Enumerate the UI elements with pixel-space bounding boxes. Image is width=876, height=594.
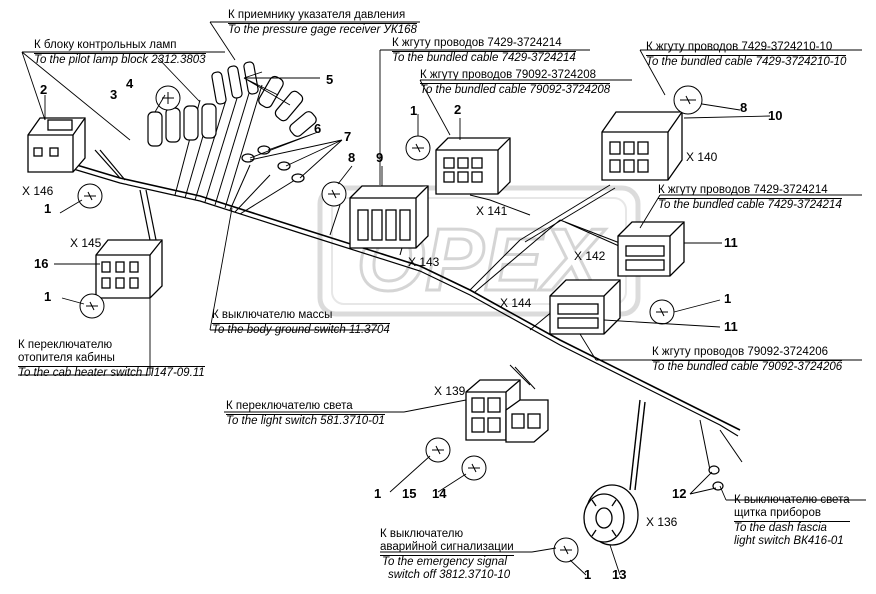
pilot-lamp-label: К блоку контрольных ламп To the pilot la… <box>34 39 206 67</box>
emergency-ru-line2: аварийной сигнализации <box>380 541 514 556</box>
bundle-7429-3724210-10-en: To the bundled cable 7429-3724210-10 <box>646 56 847 68</box>
item-number: 1 <box>44 201 52 216</box>
bundle-79092-3724208-label: К жгуту проводов 79092-3724208 To the bu… <box>420 69 611 97</box>
item-number: 10 <box>768 108 783 123</box>
dash-light-ru-line1: К выключателю света <box>734 494 850 506</box>
bundle-7429-3724214-right-label: К жгуту проводов 7429-3724214 To the bun… <box>658 184 842 212</box>
pressure-ru: К приемнику указателя давления <box>228 9 417 24</box>
cab-heater-label: К переключателю отопителя кабины To the … <box>18 339 205 380</box>
item-number: 13 <box>612 567 627 582</box>
item-number: 8 <box>740 100 748 115</box>
pilot-lamp-ru: К блоку контрольных ламп <box>34 39 206 54</box>
connector-x145 <box>95 239 163 299</box>
connector-x146 <box>27 117 86 173</box>
item-number: 1 <box>44 289 52 304</box>
item-number: 16 <box>34 256 49 271</box>
terminals-5 <box>211 61 317 137</box>
light-switch-label: К переключателю света To the light switc… <box>226 400 385 428</box>
pressure-label: К приемнику указателя давления To the pr… <box>228 9 417 37</box>
item-number: 8 <box>348 150 356 165</box>
item-number: 15 <box>402 486 417 501</box>
item-number: 12 <box>672 486 687 501</box>
emergency-ru-line1: К выключателю <box>380 528 464 540</box>
emergency-en-line2: switch off 3812.3710-10 <box>388 569 511 581</box>
connector-x136 <box>583 484 639 546</box>
item-number: 1 <box>584 567 592 582</box>
connector-x139 <box>465 379 549 443</box>
cab-heater-ru-line2: отопителя кабины <box>18 352 205 367</box>
lamp-sockets <box>147 103 217 147</box>
connector-x143 <box>349 185 429 249</box>
cab-heater-en: To the cab heater switch П147-09.11 <box>18 367 205 379</box>
bundle-79092-3724206-en: To the bundled cable 79092-3724206 <box>652 361 843 373</box>
item-number: 4 <box>126 76 134 91</box>
connector-code-x143: X 143 <box>408 255 440 269</box>
pressure-en: To the pressure gage receiver УК168 <box>228 24 417 36</box>
dash-light-switch-label: К выключателю света щитка приборов To th… <box>734 494 850 548</box>
item-number: 1 <box>410 103 418 118</box>
item-number: 7 <box>344 129 352 144</box>
connector-code-x136: X 136 <box>646 515 678 529</box>
item-number: 2 <box>454 102 462 117</box>
item-number: 9 <box>376 150 384 165</box>
emergency-en-line1: To the emergency signal <box>382 556 507 568</box>
connector-code-x146: X 146 <box>22 184 54 198</box>
bundle-79092-3724208-en: To the bundled cable 79092-3724208 <box>420 84 611 96</box>
connector-code-x140: X 140 <box>686 150 718 164</box>
item-number: 5 <box>326 72 334 87</box>
bundle-7429-3724214-right-en: To the bundled cable 7429-3724214 <box>658 199 842 211</box>
body-ground-en: To the body ground switch 11.3704 <box>212 324 390 336</box>
body-ground-ru: К выключателю массы <box>212 309 390 324</box>
item-number: 3 <box>110 87 118 102</box>
bundle-79092-3724208-ru: К жгуту проводов 79092-3724208 <box>420 69 611 84</box>
terminal-callouts <box>77 85 703 563</box>
item-number: 2 <box>40 82 48 97</box>
connector-code-x145: X 145 <box>70 236 102 250</box>
item-number: 11 <box>724 319 738 334</box>
item-number: 1 <box>724 291 732 306</box>
light-switch-en: To the light switch 581.3710-01 <box>226 415 385 427</box>
bundle-7429-3724214-right-ru: К жгуту проводов 7429-3724214 <box>658 184 842 199</box>
bundle-7429-3724214-top-label: К жгуту проводов 7429-3724214 To the bun… <box>392 37 576 65</box>
item-number: 6 <box>314 121 322 136</box>
item-number: 14 <box>432 486 447 501</box>
body-ground-label: К выключателю массы To the body ground s… <box>212 309 390 337</box>
connector-x144 <box>549 279 621 335</box>
dash-light-en-line1: To the dash fascia <box>734 522 827 534</box>
connector-x142 <box>617 221 685 277</box>
light-switch-ru: К переключателю света <box>226 400 385 415</box>
emergency-switch-label: К выключателю аварийной сигнализации To … <box>380 528 514 582</box>
cab-heater-ru-line1: К переключателю <box>18 339 113 351</box>
bundle-7429-3724210-10-ru: К жгуту проводов 7429-3724210-10 <box>646 41 847 56</box>
connector-code-x139: X 139 <box>434 384 466 398</box>
harness-trunk <box>59 84 743 491</box>
connector-x140 <box>601 111 683 181</box>
connector-code-x142: X 142 <box>574 249 606 263</box>
connector-x141 <box>435 137 511 195</box>
bundle-79092-3724206-ru: К жгуту проводов 79092-3724206 <box>652 346 843 361</box>
bundle-79092-3724206-label: К жгуту проводов 79092-3724206 To the bu… <box>652 346 843 374</box>
connector-code-x144: X 144 <box>500 296 532 310</box>
item-number: 1 <box>374 486 382 501</box>
dash-light-ru-line2: щитка приборов <box>734 507 850 522</box>
bundle-7429-3724210-10-label: К жгуту проводов 7429-3724210-10 To the … <box>646 41 847 69</box>
pilot-lamp-en: To the pilot lamp block 2312.3803 <box>34 54 206 66</box>
bundle-7429-3724214-top-ru: К жгуту проводов 7429-3724214 <box>392 37 576 52</box>
connector-code-x141: X 141 <box>476 204 508 218</box>
dash-light-en-line2: light switch ВК416-01 <box>734 535 844 547</box>
bundle-7429-3724214-top-en: To the bundled cable 7429-3724214 <box>392 52 576 64</box>
item-number: 11 <box>724 235 738 250</box>
